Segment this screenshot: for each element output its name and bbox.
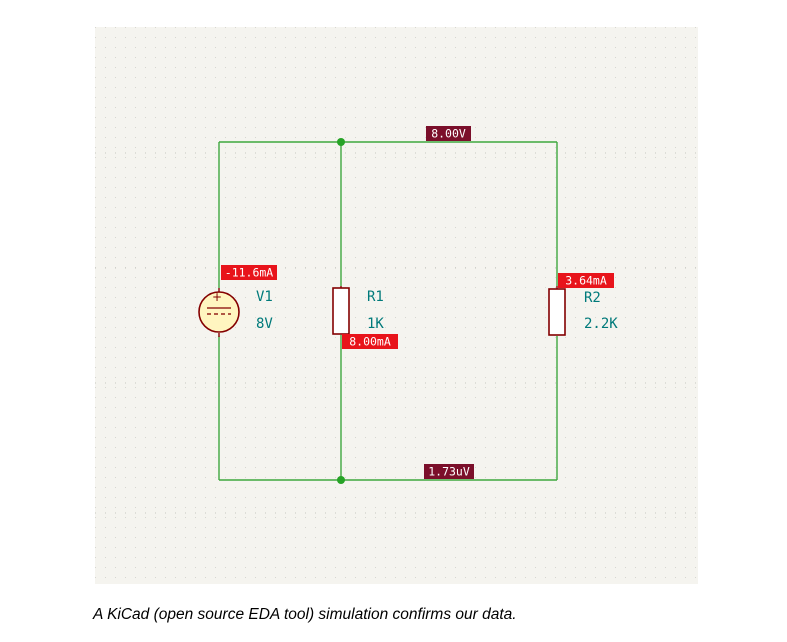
r1-designator: R1 xyxy=(367,289,384,305)
junction-bottom xyxy=(337,476,345,484)
probe-bottom-voltage-text: 1.73uV xyxy=(428,465,470,479)
r1-value: 1K xyxy=(367,316,384,332)
v1-value: 8V xyxy=(256,316,273,332)
dc-source-icon xyxy=(198,291,240,333)
r2-designator: R2 xyxy=(584,290,601,306)
junction-top xyxy=(337,138,345,146)
probe-r2-current[interactable]: 3.64mA xyxy=(558,273,614,288)
probe-v1-current[interactable]: -11.6mA xyxy=(221,265,277,280)
sheet-grid xyxy=(95,27,698,584)
r2-value: 2.2K xyxy=(584,316,618,332)
probe-r2-current-text: 3.64mA xyxy=(565,274,607,288)
probe-r1-current[interactable]: 8.00mA xyxy=(342,334,398,349)
probe-bottom-voltage[interactable]: 1.73uV xyxy=(424,464,474,479)
voltage-source-v1[interactable]: + xyxy=(198,288,240,337)
resistor-icon xyxy=(332,287,350,335)
probe-top-voltage-text: 8.00V xyxy=(431,127,466,141)
resistor-icon xyxy=(548,288,566,336)
polarity-plus-icon: + xyxy=(212,290,222,304)
v1-designator: V1 xyxy=(256,289,273,305)
probe-r1-current-text: 8.00mA xyxy=(349,335,391,349)
wires xyxy=(218,141,558,481)
figure-caption: A KiCad (open source EDA tool) simulatio… xyxy=(93,606,517,623)
probe-v1-current-text: -11.6mA xyxy=(225,266,274,280)
resistor-r1[interactable] xyxy=(332,286,350,335)
probe-top-voltage[interactable]: 8.00V xyxy=(426,126,471,141)
sheet-grid-rows xyxy=(95,152,698,514)
resistor-r2[interactable] xyxy=(548,286,566,336)
